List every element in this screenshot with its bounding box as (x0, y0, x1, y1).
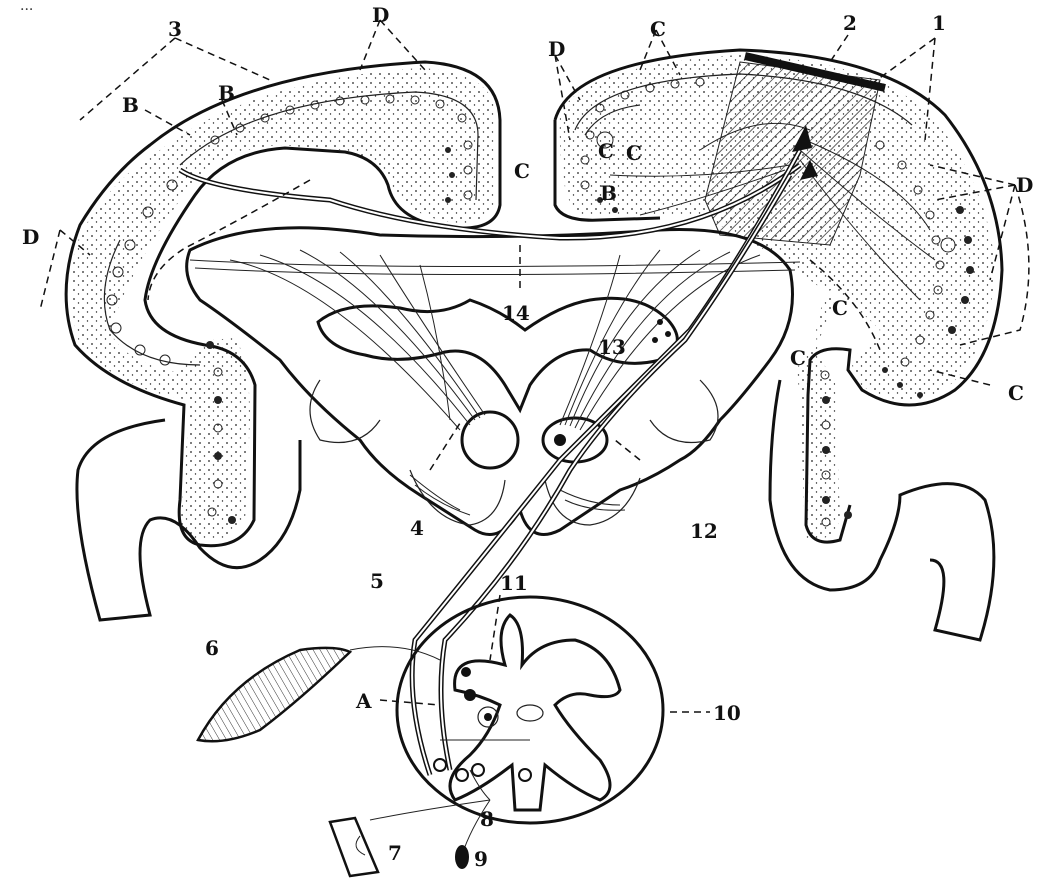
ganglion (455, 845, 469, 869)
label-10: 10 (713, 701, 741, 725)
label-3: 3 (168, 17, 182, 41)
label-B-left: B (122, 93, 139, 117)
label-C-far-right: C (1008, 381, 1024, 405)
label-8: 8 (480, 807, 494, 831)
muscle-spindle (198, 648, 350, 741)
label-11: 11 (500, 571, 528, 595)
label-13: 13 (598, 335, 626, 359)
label-C-inner-right: C (626, 141, 642, 165)
label-1: 1 (932, 11, 946, 35)
label-B-upper: B (218, 81, 235, 105)
label-7: 7 (388, 841, 402, 865)
label-14: 14 (502, 301, 530, 325)
label-4: 4 (410, 516, 424, 540)
blood-vessel (330, 818, 378, 876)
radiating-fiber-bundle (190, 250, 800, 515)
label-12: 12 (690, 519, 718, 543)
label-A: A (355, 689, 372, 713)
red-nucleus-circle (462, 412, 518, 468)
label-D-top: D (372, 3, 389, 27)
label-9: 9 (474, 847, 488, 871)
label-6: 6 (205, 636, 219, 660)
label-5: 5 (370, 569, 384, 593)
header-text-fragment: ... (20, 0, 33, 14)
label-D-right-top: D (548, 37, 565, 61)
label-C-right-2: C (790, 346, 806, 370)
label-C-center: C (514, 159, 530, 183)
label-C-small: C (598, 139, 614, 163)
label-2: 2 (843, 11, 857, 35)
label-B-right: B (600, 181, 617, 205)
label-D-left: D (22, 225, 39, 249)
spinal-cord-outline (397, 597, 663, 823)
label-C-top-right: C (650, 17, 666, 41)
brainstem-section (187, 228, 800, 535)
label-D-far-right: D (1016, 173, 1033, 197)
spinal-cord-section (350, 597, 663, 855)
label-C-right-1: C (832, 296, 848, 320)
